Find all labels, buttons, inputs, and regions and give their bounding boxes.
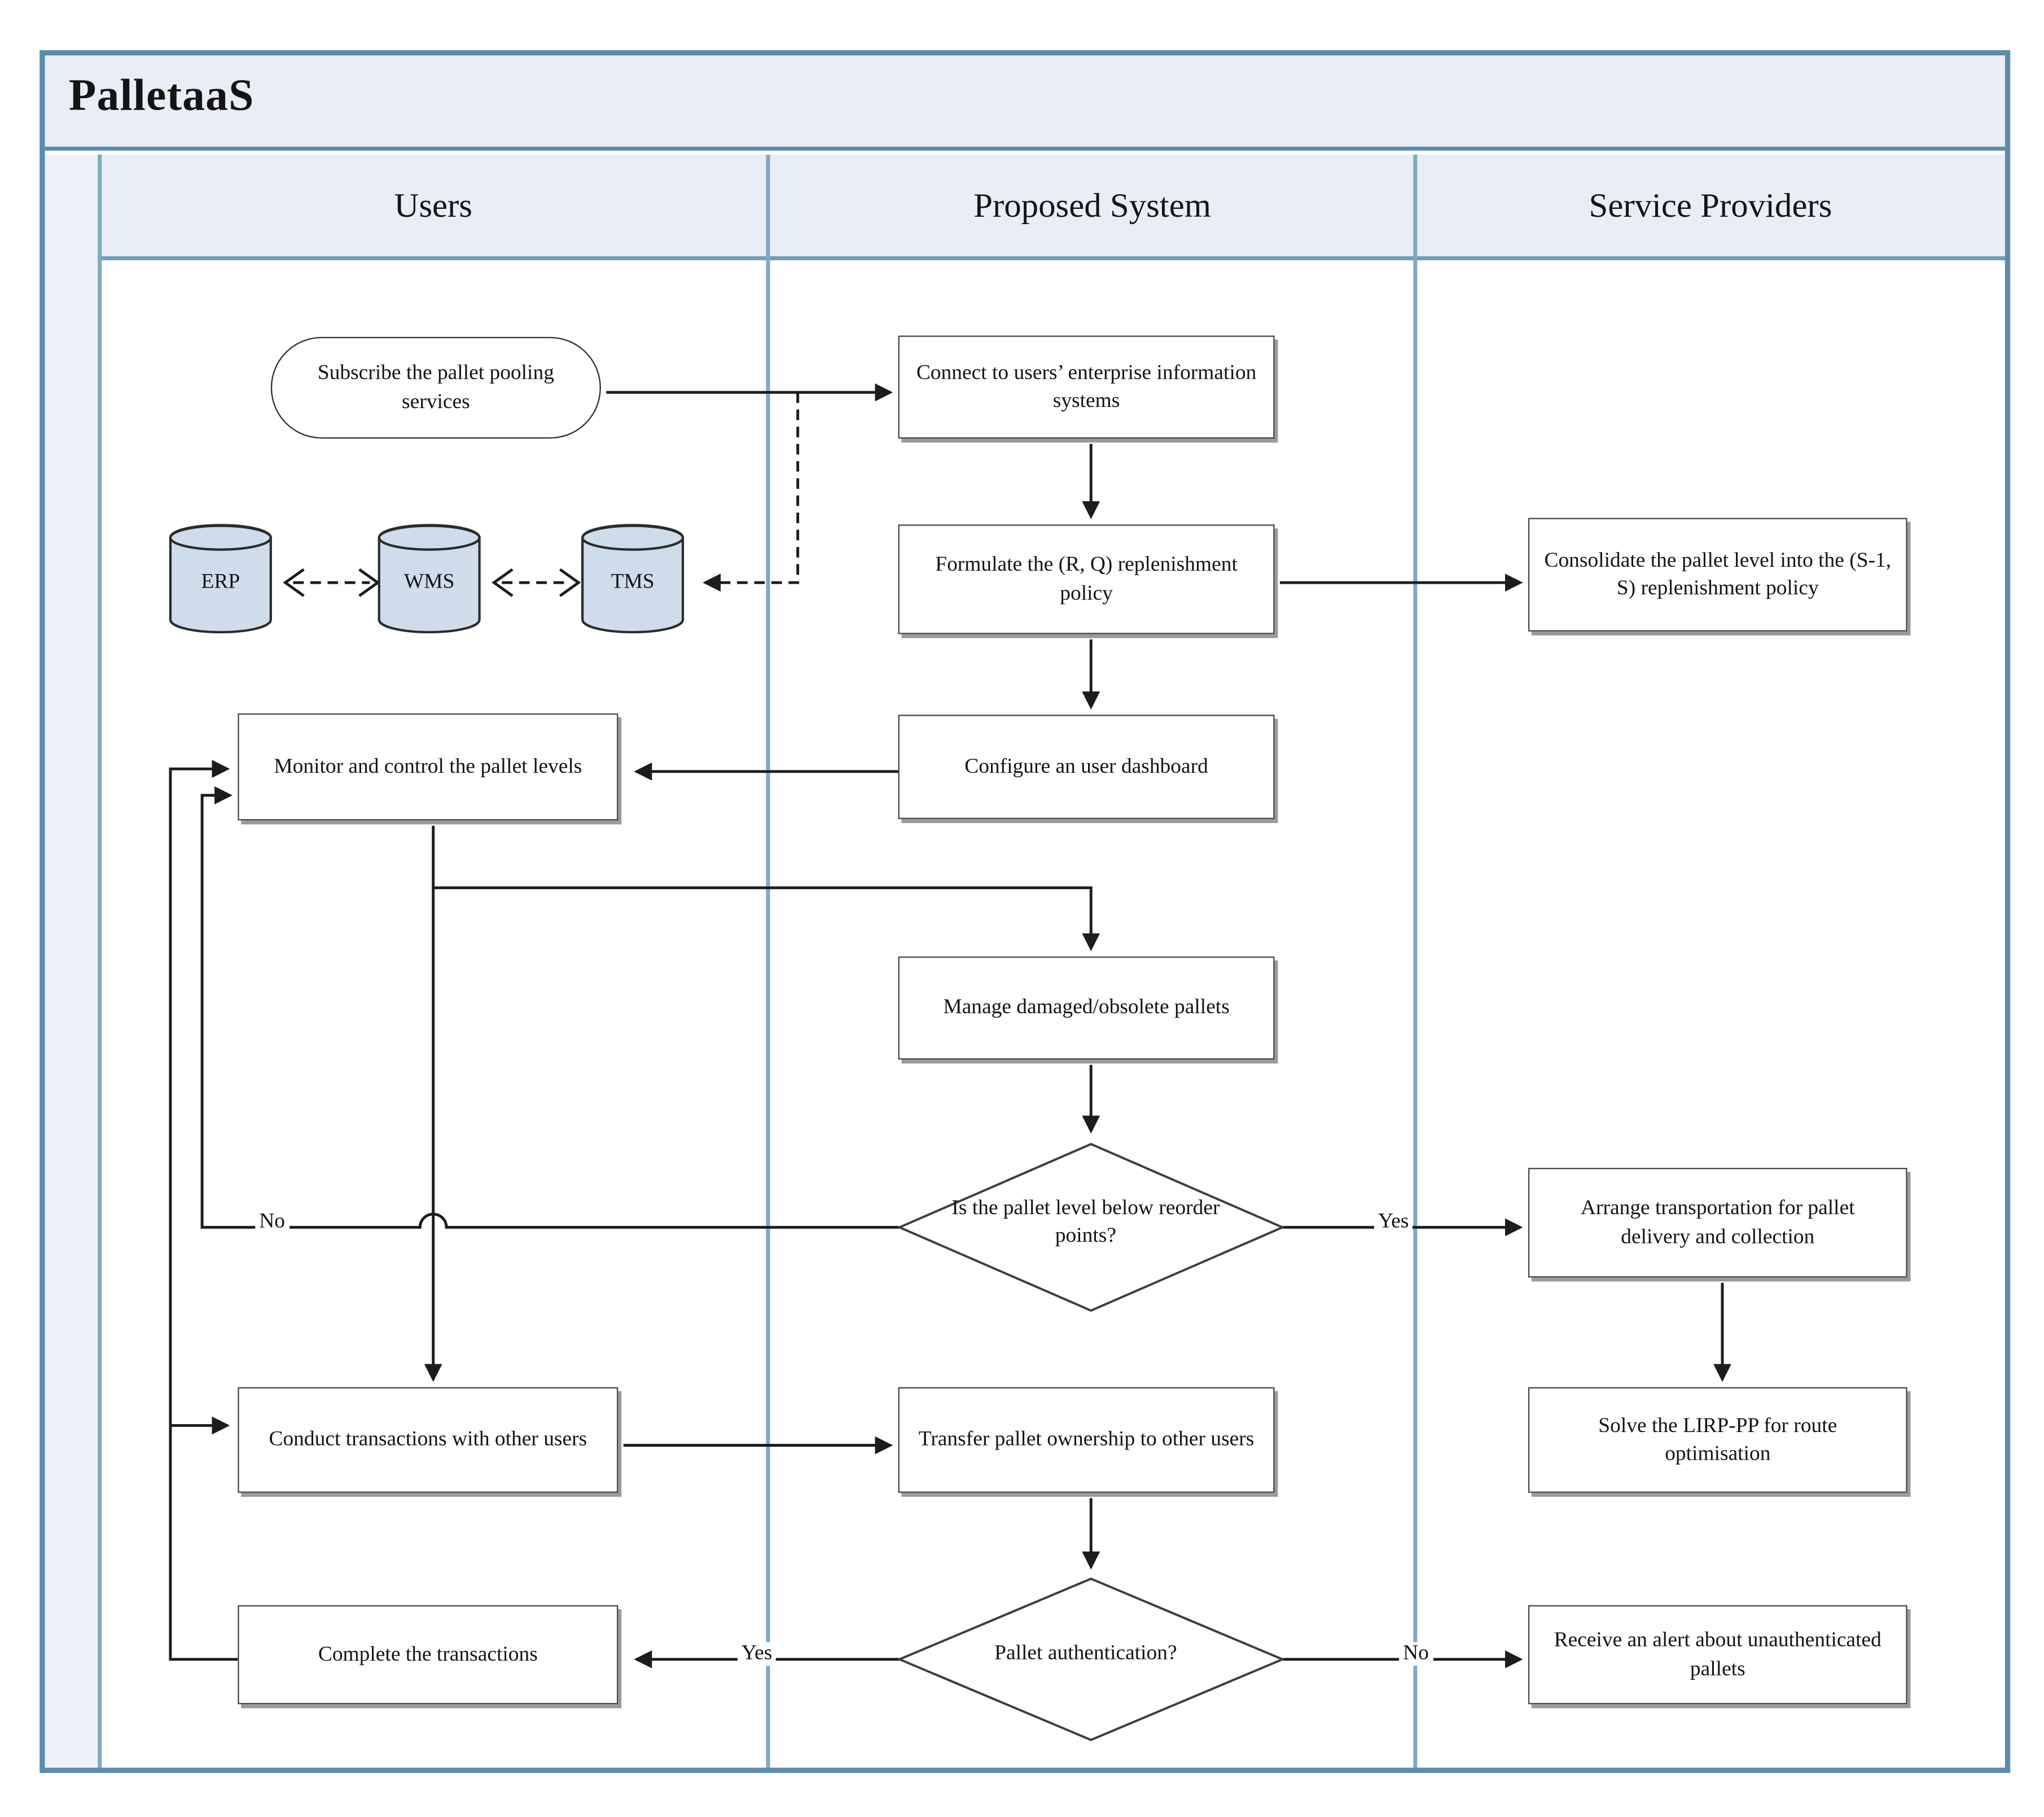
node-subscribe: Subscribe the pallet pooling services: [270, 336, 601, 439]
decision-reorder-label: Is the pallet level below reorder points…: [894, 1163, 1278, 1282]
database-cylinder-icon: [378, 524, 481, 634]
edge-label-no-reorder: No: [255, 1210, 290, 1234]
database-cylinder-icon: [581, 524, 685, 634]
diagram-frame: PalletaaS Users Proposed System Service …: [40, 50, 2011, 1773]
node-receive: Receive an alert about unauthenticated p…: [1528, 1605, 1907, 1705]
edge-label-yes-reorder: Yes: [1374, 1210, 1413, 1234]
datastore-erp: ERP: [169, 523, 273, 634]
node-transfer: Transfer pallet ownership to other users: [898, 1387, 1275, 1493]
edge-label-no-auth: No: [1399, 1642, 1433, 1666]
node-label: Conduct transactions with other users: [269, 1429, 587, 1451]
node-label: Subscribe the pallet pooling services: [317, 362, 554, 413]
datastore-tms: TMS: [581, 523, 685, 634]
lane-header-users: Users: [98, 154, 769, 261]
node-conduct: Conduct transactions with other users: [238, 1387, 619, 1493]
node-configure: Configure an user dashboard: [898, 715, 1275, 820]
lane-divider: [766, 154, 770, 1768]
node-arrange: Arrange transportation for pallet delive…: [1528, 1168, 1907, 1278]
decision-authentication-shape: [896, 1577, 1286, 1741]
lane-header-proposed-system: Proposed System: [769, 154, 1416, 261]
node-label: Configure an user dashboard: [964, 755, 1208, 778]
lane-header-service-providers: Service Providers: [1416, 154, 2005, 261]
node-label: WMS: [403, 571, 455, 593]
lane-divider: [98, 154, 102, 1768]
node-label: Monitor and control the pallet levels: [274, 755, 582, 778]
phase-strip: [45, 154, 98, 1768]
connector-layer: [169, 383, 1731, 1741]
page-title: PalletaaS: [68, 71, 255, 120]
node-label: Formulate the (R, Q) replenishment polic…: [935, 554, 1238, 605]
lane-area: Users Proposed System Service Providers: [45, 154, 2005, 1768]
title-band: PalletaaS: [45, 55, 2005, 151]
database-cylinder-icon: [169, 524, 272, 634]
lane-title: Proposed System: [973, 185, 1212, 224]
node-formulate: Formulate the (R, Q) replenishment polic…: [898, 524, 1275, 634]
node-label: Arrange transportation for pallet delive…: [1580, 1197, 1855, 1248]
node-solve: Solve the LIRP-PP for route optimisation: [1528, 1387, 1907, 1493]
lane-divider: [1413, 154, 1417, 1768]
node-label: Receive an alert about unauthenticated p…: [1554, 1629, 1881, 1680]
node-label: Connect to users’ enterprise information…: [916, 362, 1257, 413]
node-label: Solve the LIRP-PP for route optimisation: [1598, 1415, 1837, 1465]
node-manage: Manage damaged/obsolete pallets: [898, 956, 1275, 1060]
lane-title: Service Providers: [1589, 185, 1832, 224]
node-label: Pallet authentication?: [994, 1643, 1177, 1666]
node-label: Transfer pallet ownership to other users: [918, 1429, 1255, 1451]
decision-reorder-shape: [896, 1142, 1286, 1312]
node-complete: Complete the transactions: [238, 1605, 619, 1705]
node-label: Is the pallet level below reorder points…: [951, 1197, 1220, 1247]
node-label: Manage damaged/obsolete pallets: [943, 996, 1230, 1019]
node-label: TMS: [611, 571, 655, 593]
node-monitor: Monitor and control the pallet levels: [238, 713, 619, 821]
node-label: ERP: [201, 571, 240, 593]
node-label: Complete the transactions: [318, 1643, 538, 1666]
decision-authentication-label: Pallet authentication?: [894, 1601, 1278, 1707]
node-label: Consolidate the pallet level into the (S…: [1544, 549, 1892, 600]
edge-label-yes-auth: Yes: [737, 1642, 777, 1666]
node-connect: Connect to users’ enterprise information…: [898, 335, 1275, 439]
datastore-wms: WMS: [378, 523, 481, 634]
lane-title: Users: [394, 185, 472, 224]
node-consolidate: Consolidate the pallet level into the (S…: [1528, 518, 1907, 632]
